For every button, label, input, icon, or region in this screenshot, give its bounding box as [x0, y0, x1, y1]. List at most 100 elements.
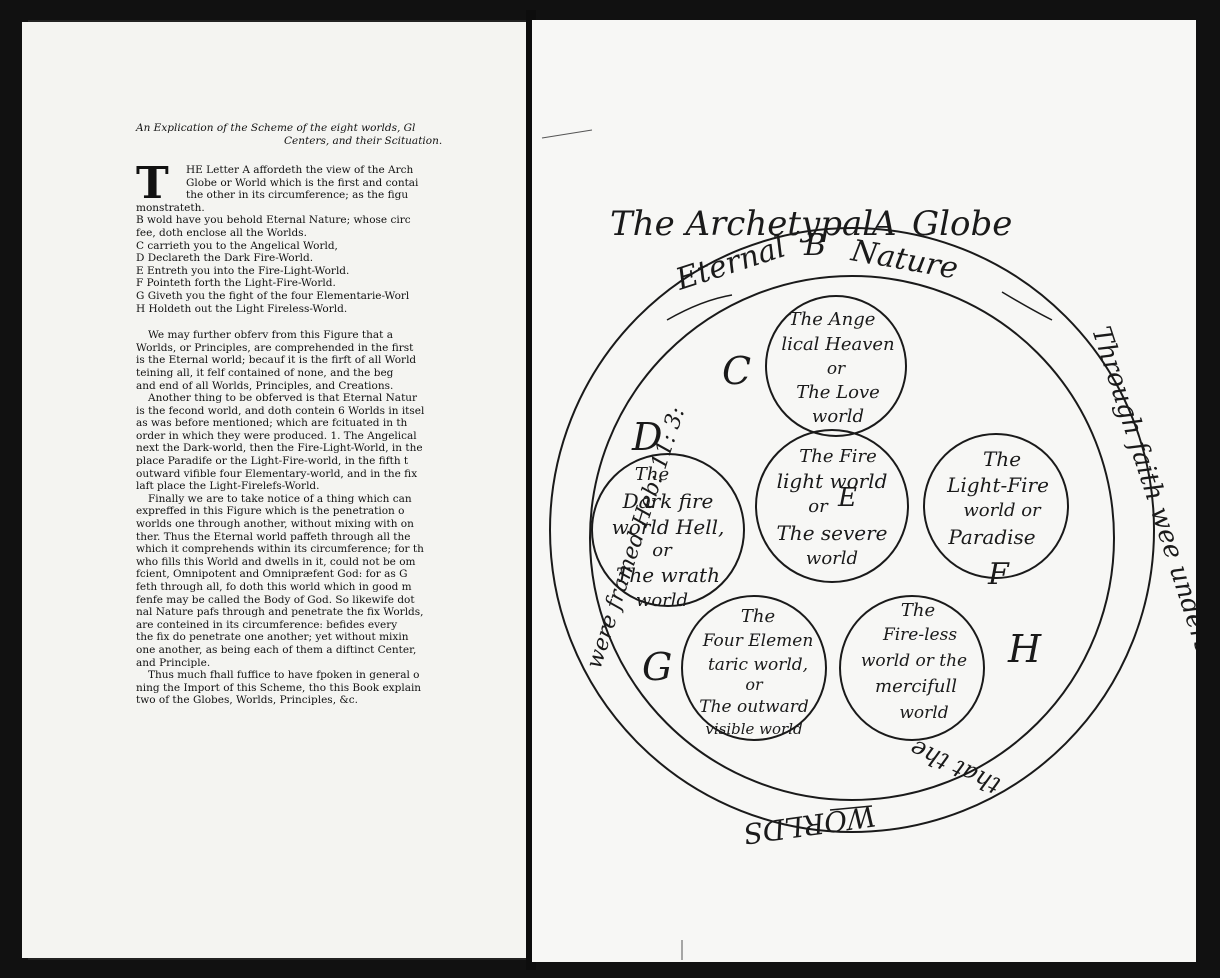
- paragraph-line: expreffed in this Figure which is the pe…: [136, 505, 405, 518]
- paragraph-line: and Principle.: [136, 656, 211, 669]
- paragraph-line: ning the Import of this Scheme, tho this…: [136, 681, 422, 694]
- label-line: The: [635, 464, 669, 485]
- label-line: or: [808, 496, 829, 517]
- label-line: lical Heaven: [781, 334, 894, 355]
- title-left: The Archetypal: [610, 204, 873, 244]
- paragraph-line: is the Eternal world; becauf it is the f…: [136, 354, 417, 367]
- paragraph-line: fenfe may be called the Body of God. So …: [136, 593, 415, 606]
- label-line: world: [812, 406, 864, 427]
- letter-h: H: [1007, 627, 1042, 671]
- paragraph-4: Thus much fhall fuffice to have fpoken i…: [136, 669, 530, 707]
- label-line: Light-Fire: [946, 473, 1049, 497]
- ring-flourishes: [666, 291, 1053, 811]
- paragraph-line: who fills this World and dwells in it, c…: [136, 555, 416, 568]
- paragraph-line: feth through all, fo doth this world whi…: [136, 581, 412, 593]
- label-line: The Ange: [789, 309, 876, 330]
- title-letter-a: A: [869, 204, 897, 244]
- paragraph-line: are conteined in its circumference: befi…: [136, 618, 398, 631]
- ring-text-through-faith: Through faith wee understand: [1085, 323, 1196, 714]
- label-line: world: [636, 590, 688, 611]
- label-light-fire: The Light-Fire world or Paradise: [946, 447, 1049, 549]
- circle-fire-light-world: [755, 429, 909, 583]
- label-line: visible world: [705, 720, 802, 738]
- label-fire-light: The Fire light world or The severe world: [776, 446, 887, 569]
- paragraph-line: two of the Globes, Worlds, Principles, &…: [136, 694, 358, 707]
- legend-line: C carrieth you to the Angelical World,: [136, 239, 338, 252]
- left-page: An Explication of the Scheme of the eigh…: [22, 22, 530, 958]
- archetypal-globe-diagram: The Archetypal A Globe Eternal B Nature …: [541, 129, 1196, 960]
- label-dark-fire: The Dark fire world Hell, or The wrath w…: [612, 464, 725, 611]
- letter-f: F: [987, 557, 1010, 592]
- paragraph-line: and end of all Worlds, Principles, and C…: [136, 379, 394, 392]
- label-line: The: [901, 600, 935, 621]
- flourish: [829, 805, 873, 811]
- scan-border-bottom: [0, 960, 1220, 978]
- legend-line: D Declareth the Dark Fire-World.: [136, 252, 314, 265]
- intro-line: Globe or World which is the first and co…: [186, 176, 419, 189]
- paragraph-line: as was before mentioned; which are fcitu…: [136, 417, 408, 430]
- label-line: The: [741, 606, 775, 627]
- label-elementary: The Four Elemen taric world, or The outw…: [699, 606, 813, 738]
- outer-ring-circle: [549, 227, 1155, 833]
- label-line: light world: [777, 469, 888, 493]
- paragraph-line: the fix do penetrate one another; yet wi…: [136, 631, 409, 644]
- paragraph-3: Finally we are to take notice of a thing…: [136, 493, 530, 669]
- paragraph-line: worlds one through another, without mixi…: [136, 518, 414, 531]
- book-gutter: [526, 10, 536, 970]
- label-fireless: The Fire-less world or the mercifull wor…: [861, 600, 967, 723]
- legend-list: B wold have you behold Eternal Nature; w…: [136, 214, 530, 315]
- paragraph-line: one another, as being each of them a dif…: [136, 643, 417, 656]
- letter-g: G: [642, 645, 672, 689]
- letter-d: D: [631, 415, 662, 459]
- flourish: [1001, 291, 1053, 321]
- label-line: taric world,: [708, 655, 808, 675]
- label-line: Dark fire: [622, 489, 714, 513]
- page-heading-sub: Centers, and their Scituation.: [284, 135, 443, 147]
- paragraph-line: ther. Thus the Eternal world paffeth thr…: [136, 530, 411, 543]
- label-line: The wrath: [616, 563, 720, 587]
- scan-border-right: [1194, 0, 1220, 978]
- explication-text: An Explication of the Scheme of the eigh…: [136, 122, 530, 707]
- paragraph-line: Another thing to be obferved is that Ete…: [148, 392, 418, 405]
- scan-mark: [541, 129, 593, 139]
- flourish: [666, 294, 733, 321]
- label-angelical: The Ange lical Heaven or The Love world: [781, 309, 894, 427]
- page-heading: An Explication of the Scheme of the eigh…: [136, 122, 416, 134]
- paragraph-line: order in which they were produced. 1. Th…: [136, 429, 417, 442]
- label-line: The outward: [699, 697, 809, 717]
- label-line: world: [806, 548, 858, 569]
- legend-line: H Holdeth out the Light Fireless-World.: [136, 302, 348, 315]
- paragraph-line: Worlds, or Principles, are comprehended …: [136, 341, 414, 354]
- intro-block: T HE Letter A affordeth the view of the …: [136, 162, 530, 214]
- circle-angelical-world: [765, 295, 907, 437]
- letter-c: C: [722, 349, 751, 393]
- circle-light-fire-world: [923, 433, 1069, 579]
- inner-ring-circle: [589, 275, 1115, 801]
- label-line: Fire-less: [882, 625, 957, 645]
- diagram-letters: C D E F G H: [631, 349, 1042, 689]
- paragraph-2: Another thing to be obferved is that Ete…: [136, 392, 530, 493]
- circle-dark-fire-world: [591, 453, 745, 607]
- right-page: The Archetypal A Globe Eternal B Nature …: [532, 20, 1196, 962]
- legend-line: G Giveth you the fight of the four Eleme…: [136, 289, 410, 302]
- label-line: Four Elemen: [702, 631, 814, 651]
- label-line: The Love: [796, 382, 880, 403]
- paragraph-line: nal Nature pafs through and penetrate th…: [136, 606, 424, 619]
- label-line: or: [652, 540, 673, 561]
- letter-e: E: [837, 483, 857, 513]
- label-line: mercifull: [875, 676, 957, 697]
- intro-line: HE Letter A affordeth the view of the Ar…: [186, 164, 414, 176]
- intro-line: monstrateth.: [136, 201, 205, 214]
- paragraph-line: fcient, Omnipotent and Omnipræfent God: …: [136, 568, 408, 581]
- legend-line: B wold have you behold Eternal Nature; w…: [136, 214, 411, 227]
- label-line: world or: [963, 500, 1042, 521]
- legend-line: fee, doth enclose all the Worlds.: [136, 226, 307, 239]
- paragraph-line: We may further obferv from this Figure t…: [148, 329, 393, 342]
- circle-elementary-world: [681, 595, 827, 741]
- circle-fireless-world: [839, 595, 985, 741]
- label-line: The severe: [776, 521, 887, 545]
- label-line: world: [899, 703, 948, 723]
- scan-marks: [541, 129, 683, 960]
- paragraph-line: is the fecond world, and doth contein 6 …: [136, 404, 425, 417]
